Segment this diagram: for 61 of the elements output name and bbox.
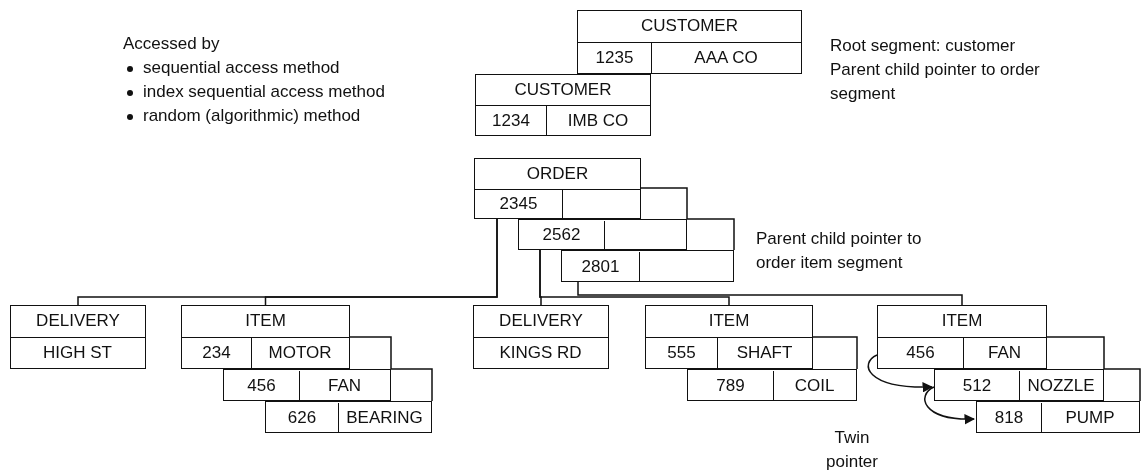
field-value: HIGH ST bbox=[43, 341, 112, 364]
field-value: AAA CO bbox=[694, 46, 758, 69]
note-text: Parent child pointer to order segment bbox=[830, 59, 1041, 105]
connector-line bbox=[577, 281, 963, 306]
segment-name: DELIVERY bbox=[36, 310, 120, 332]
segment-name: DELIVERY bbox=[499, 310, 583, 332]
field-value: 456 bbox=[247, 375, 276, 397]
field-value: 234 bbox=[202, 341, 231, 364]
record-box bbox=[877, 305, 1047, 369]
note-text: Twin pointer bbox=[825, 427, 879, 473]
field-value: 1235 bbox=[595, 46, 634, 69]
record-box bbox=[181, 305, 350, 369]
field-value: FAN bbox=[327, 375, 362, 397]
connector-line bbox=[539, 249, 730, 306]
record-box bbox=[577, 10, 802, 74]
note-text: index sequential access method bbox=[143, 81, 385, 103]
segment-name: ITEM bbox=[941, 310, 983, 332]
field-value: 1234 bbox=[492, 109, 530, 132]
arrow bbox=[867, 354, 934, 393]
record-box bbox=[473, 305, 609, 369]
segment-name: CUSTOMER bbox=[641, 15, 738, 37]
record-box bbox=[976, 401, 1140, 433]
field-value: 818 bbox=[994, 407, 1024, 429]
note-text: Accessed by bbox=[123, 33, 220, 55]
record-box bbox=[475, 74, 651, 136]
segment-name: CUSTOMER bbox=[514, 79, 612, 101]
note-text: sequential access method bbox=[143, 57, 340, 79]
field-value: 789 bbox=[716, 375, 745, 397]
arrow bbox=[924, 386, 976, 425]
record-box bbox=[518, 219, 687, 250]
field-value: NOZZLE bbox=[1027, 375, 1095, 397]
note-text: random (algorithmic) method bbox=[143, 105, 361, 127]
field-value: 2801 bbox=[581, 256, 620, 278]
record-box bbox=[223, 369, 391, 401]
field-value: SHAFT bbox=[736, 341, 793, 364]
record-box bbox=[265, 401, 432, 433]
record-box bbox=[645, 305, 813, 369]
field-value: 2562 bbox=[542, 224, 581, 246]
field-value: 2345 bbox=[499, 193, 538, 215]
field-value: PUMP bbox=[1065, 407, 1115, 429]
field-value: KINGS RD bbox=[499, 341, 582, 364]
segment-name: ORDER bbox=[526, 163, 589, 185]
note-text: Parent child pointer to order item segment bbox=[756, 228, 923, 274]
field-value: 555 bbox=[667, 341, 696, 364]
record-box bbox=[687, 369, 857, 401]
record-box bbox=[934, 369, 1104, 401]
field-value: COIL bbox=[794, 375, 835, 397]
segment-name: ITEM bbox=[708, 310, 750, 332]
note-text: Root segment: customer bbox=[830, 35, 1017, 57]
record-box bbox=[561, 250, 734, 282]
field-value: 456 bbox=[906, 341, 935, 364]
field-value: 626 bbox=[287, 407, 317, 429]
record-box bbox=[10, 305, 146, 369]
field-value: 512 bbox=[962, 375, 992, 397]
field-value: FAN bbox=[987, 341, 1022, 364]
field-value: MOTOR bbox=[268, 341, 332, 364]
field-value: BEARING bbox=[346, 407, 423, 429]
record-box bbox=[474, 158, 641, 219]
segment-name: ITEM bbox=[245, 310, 286, 332]
connector-line bbox=[264, 218, 498, 306]
field-value: IMB CO bbox=[567, 109, 629, 132]
